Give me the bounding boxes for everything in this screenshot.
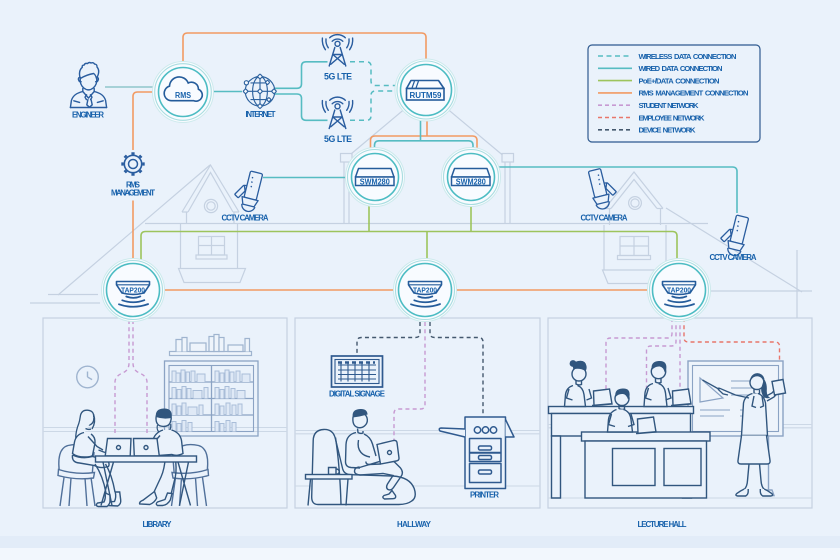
svg-text:SWM280: SWM280 <box>360 177 391 186</box>
svg-text:DIGITAL SIGNAGE: DIGITAL SIGNAGE <box>329 390 385 399</box>
svg-text:RUTM59: RUTM59 <box>410 90 442 100</box>
svg-text:PoE+/DATA CONNECTION: PoE+/DATA CONNECTION <box>639 76 720 85</box>
svg-text:LIBRARY: LIBRARY <box>143 520 173 529</box>
svg-text:DEVICE NETWORK: DEVICE NETWORK <box>639 126 697 135</box>
svg-text:WIRELESS DATA CONNECTION: WIRELESS DATA CONNECTION <box>639 52 737 61</box>
svg-text:CCTV CAMERA: CCTV CAMERA <box>581 213 628 222</box>
svg-text:TAP200: TAP200 <box>121 286 145 295</box>
svg-text:5G LTE: 5G LTE <box>324 72 352 82</box>
svg-text:INTERNET: INTERNET <box>246 110 276 119</box>
svg-text:PRINTER: PRINTER <box>470 490 499 499</box>
svg-text:5G LTE: 5G LTE <box>324 134 352 144</box>
svg-text:RMS MANAGEMENT CONNECTION: RMS MANAGEMENT CONNECTION <box>639 89 749 98</box>
svg-text:STUDENT NETWORK: STUDENT NETWORK <box>639 101 700 110</box>
svg-text:HALLWAY: HALLWAY <box>397 520 432 529</box>
svg-text:ENGINEER: ENGINEER <box>72 110 104 119</box>
svg-text:RMS: RMS <box>175 90 191 100</box>
svg-text:MANAGEMENT: MANAGEMENT <box>111 188 155 197</box>
svg-text:RMS: RMS <box>126 180 140 189</box>
svg-text:CCTV CAMERA: CCTV CAMERA <box>710 253 757 262</box>
svg-text:SWM280: SWM280 <box>456 177 487 186</box>
svg-text:EMPLOYEE NETWORK: EMPLOYEE NETWORK <box>639 113 706 122</box>
svg-text:LECTURE HALL: LECTURE HALL <box>638 520 687 529</box>
svg-text:CCTV CAMERA: CCTV CAMERA <box>222 213 269 222</box>
svg-text:WIRED DATA CONNECTION: WIRED DATA CONNECTION <box>639 64 723 73</box>
